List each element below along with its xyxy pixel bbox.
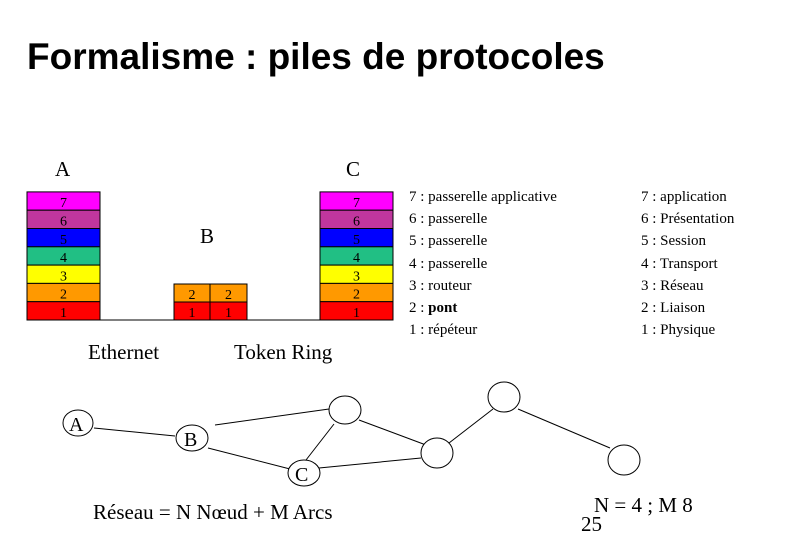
graph-node-right xyxy=(607,444,641,476)
device-item: 3 : routeur xyxy=(409,277,472,294)
graph-node-peak xyxy=(487,381,521,413)
stack-b-right: 21 xyxy=(209,283,248,321)
stack-c: 7 6 5 4 3 2 1 xyxy=(319,191,394,321)
osi-layer-item: 6 : Présentation xyxy=(641,211,735,228)
device-item-prefix: 2 : xyxy=(409,300,429,317)
layer-1-label: 1 xyxy=(353,306,360,321)
graph-node-mid xyxy=(420,437,454,469)
osi-layer-item: 5 : Session xyxy=(641,233,707,250)
edge-b-c xyxy=(207,447,291,470)
formula-left: Réseau = N Nœud + M Arcs xyxy=(93,500,333,524)
osi-layer-item: 1 : Physique xyxy=(641,322,716,339)
osi-layer-item: 3 : Réseau xyxy=(641,277,704,294)
layer-3-label: 3 xyxy=(60,269,67,284)
formula-right: N = 4 ; M 8 xyxy=(594,493,693,517)
ethernet-label: Ethernet xyxy=(88,340,159,364)
graph-node-b-label: B xyxy=(184,429,197,451)
graph-node-top xyxy=(328,395,362,425)
layer-4-label: 4 xyxy=(60,251,67,266)
device-item: 4 : passerelle xyxy=(409,255,488,272)
device-legend: 7 : passerelle applicative 6 : passerell… xyxy=(409,186,557,341)
edge-top-mid xyxy=(358,419,427,446)
layer-4-label: 4 xyxy=(353,251,360,266)
edge-c-mid xyxy=(318,457,422,469)
osi-layer-item: 4 : Transport xyxy=(641,255,718,272)
layer-2-label: 2 xyxy=(225,288,232,303)
layer-2-label: 2 xyxy=(60,288,67,303)
layer-1-label: 1 xyxy=(189,306,196,321)
graph-node-b xyxy=(175,424,209,452)
device-item: 1 : répéteur xyxy=(409,322,478,339)
device-item: 5 : passerelle xyxy=(409,233,488,250)
graph-node-a-label: A xyxy=(69,414,84,436)
device-item: 7 : passerelle applicative xyxy=(409,189,557,205)
graph-node-a xyxy=(62,409,94,437)
layer-6-label: 6 xyxy=(353,215,360,230)
stack-a-label: A xyxy=(55,157,71,181)
layer-7-label: 7 xyxy=(60,196,67,211)
edge-a-b xyxy=(93,427,176,437)
page-number: 25 xyxy=(581,512,602,536)
device-item: 2 : pont xyxy=(409,297,557,319)
layer-1-block xyxy=(209,301,248,321)
osi-layer-item: 7 : application xyxy=(641,189,727,205)
layer-3-label: 3 xyxy=(353,269,360,284)
layer-5-label: 5 xyxy=(60,233,67,248)
layer-5-label: 5 xyxy=(353,233,360,248)
edge-b-top xyxy=(214,408,330,426)
layer-1-block xyxy=(319,301,394,321)
edge-mid-peak xyxy=(448,408,494,444)
layer-1-label: 1 xyxy=(225,306,232,321)
network-graph xyxy=(62,381,641,487)
layer-2-label: 2 xyxy=(353,288,360,303)
device-item: 6 : passerelle xyxy=(409,211,488,228)
layer-2-label: 2 xyxy=(189,288,196,303)
layer-1-label: 1 xyxy=(60,306,67,321)
stack-c-label: C xyxy=(346,157,360,181)
edge-top-c xyxy=(305,423,335,461)
edge-peak-right xyxy=(517,408,611,449)
layer-6-label: 6 xyxy=(60,215,67,230)
osi-legend: 7 : application 6 : Présentation 5 : Ses… xyxy=(641,186,734,341)
osi-layer-item: 2 : Liaison xyxy=(641,300,706,317)
graph-node-c xyxy=(287,459,321,487)
stack-b-left: 21 xyxy=(173,283,211,321)
token-ring-label: Token Ring xyxy=(234,340,333,364)
device-item-bold: pont xyxy=(428,300,458,317)
page-title: Formalisme : piles de protocoles xyxy=(27,36,605,77)
layer-7-label: 7 xyxy=(353,196,360,211)
stack-a: 7 6 5 4 3 2 1 xyxy=(26,191,101,321)
graph-node-c-label: C xyxy=(295,464,308,486)
layer-1-block xyxy=(26,301,101,321)
stack-b-label: B xyxy=(200,224,214,248)
